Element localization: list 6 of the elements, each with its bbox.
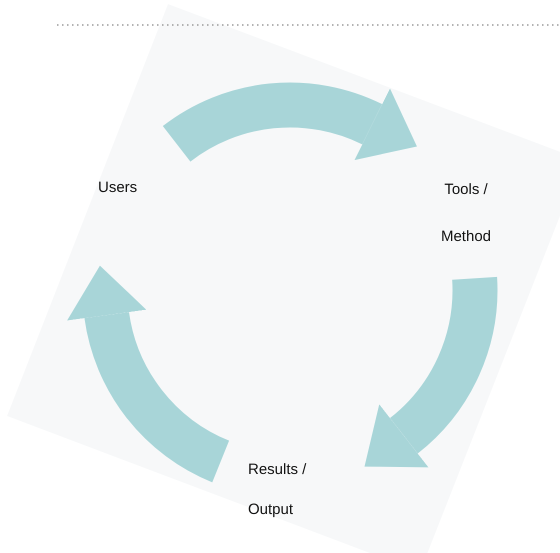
node-label: Tools / Method <box>440 180 492 247</box>
curved-arrow <box>164 82 418 162</box>
node-label: Users <box>98 178 138 198</box>
curved-arrow <box>67 266 230 482</box>
curved-arrow <box>366 278 498 469</box>
node-label: Results / Output <box>248 460 308 520</box>
